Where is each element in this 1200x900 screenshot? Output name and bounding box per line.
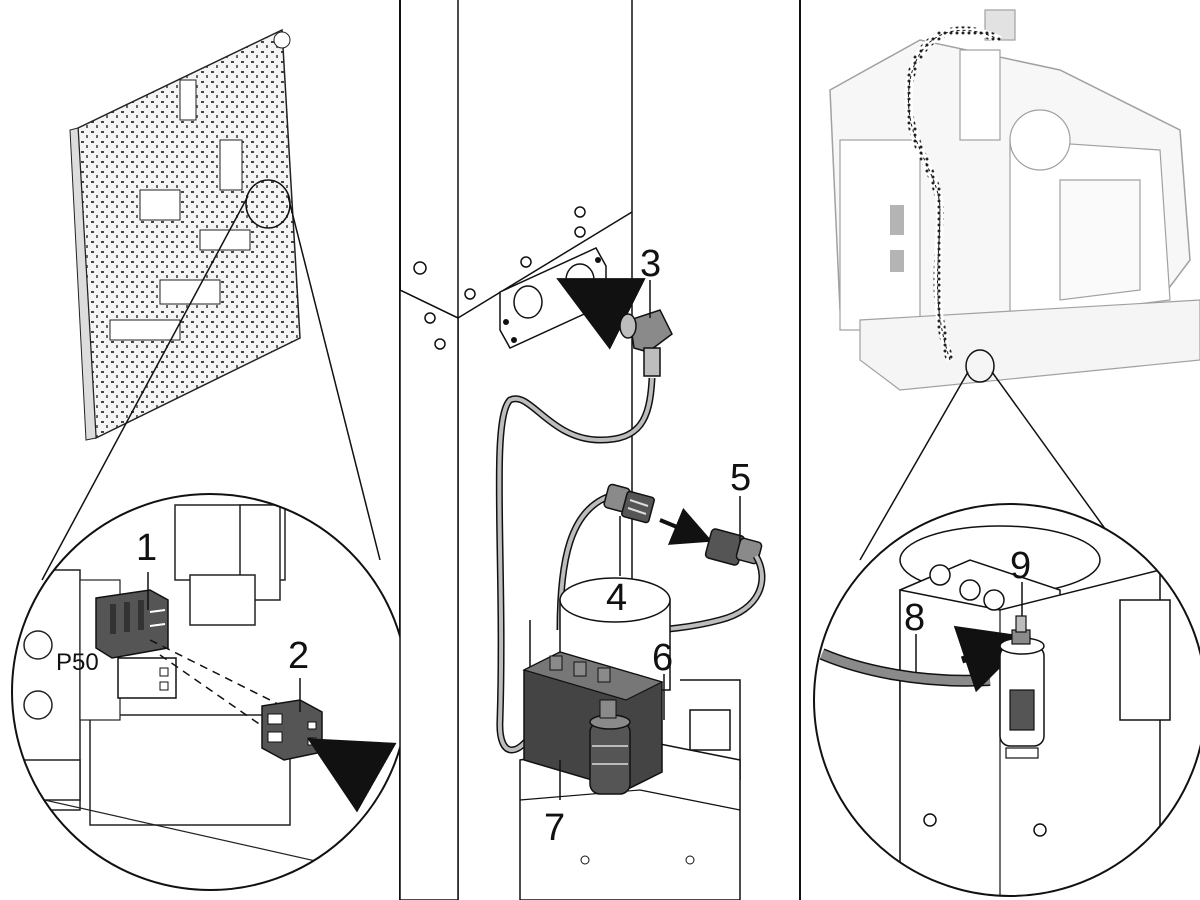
bolt [574,226,586,238]
zoom-line [41,195,249,581]
filter-cartridge [589,699,631,795]
insert-arrow [556,278,646,350]
callout-7: 7 [544,807,565,849]
callout-2: 2 [288,635,309,677]
machine-overview [829,9,1200,391]
callout-3: 3 [640,243,661,285]
insert-arrow [953,625,1032,693]
jumper-plug [261,699,323,761]
callout-9: 9 [1010,545,1031,587]
cable-fill [497,377,654,752]
p50-connector [95,589,169,659]
coupling-connector-female [704,528,763,566]
p50-label: P50 [56,649,99,676]
zoom-line [859,371,969,561]
cable-carrier-outline [908,29,1001,361]
alignment-dashed-line [159,654,276,736]
bolt [520,256,532,268]
zoom-source-circle [965,349,995,383]
callout-4: 4 [606,577,627,619]
jumper-socket [117,657,177,699]
callout-6: 6 [652,637,673,679]
bolt [413,261,427,275]
zoom-line [287,195,381,561]
bolt [464,288,476,300]
disconnect-arrow [659,507,713,545]
callout-1: 1 [136,527,157,569]
middle-panel: 3 4 5 6 7 [399,0,766,900]
angled-connector [619,309,673,377]
column-shadow-edge [399,289,459,319]
pcb-board-illustration [69,28,301,441]
callout-5: 5 [730,457,751,499]
bulkhead-plate [499,247,607,349]
column-top-edge [457,211,633,319]
insert-arrow [307,738,397,813]
right-panel: 8 9 [813,9,1200,897]
jumper-socket-pin [159,681,169,691]
coupling-connector-male [603,483,655,524]
filter-assembly [999,615,1045,759]
detail-circle-connector [11,493,409,891]
bolt [434,338,446,350]
bolt [574,206,586,218]
left-panel: 1 2 P50 [11,28,409,891]
callout-8: 8 [904,597,925,639]
bolt [424,312,436,324]
alignment-dashed-line [149,639,281,706]
column-side-panel [399,288,459,900]
jumper-socket-pin [159,667,169,677]
